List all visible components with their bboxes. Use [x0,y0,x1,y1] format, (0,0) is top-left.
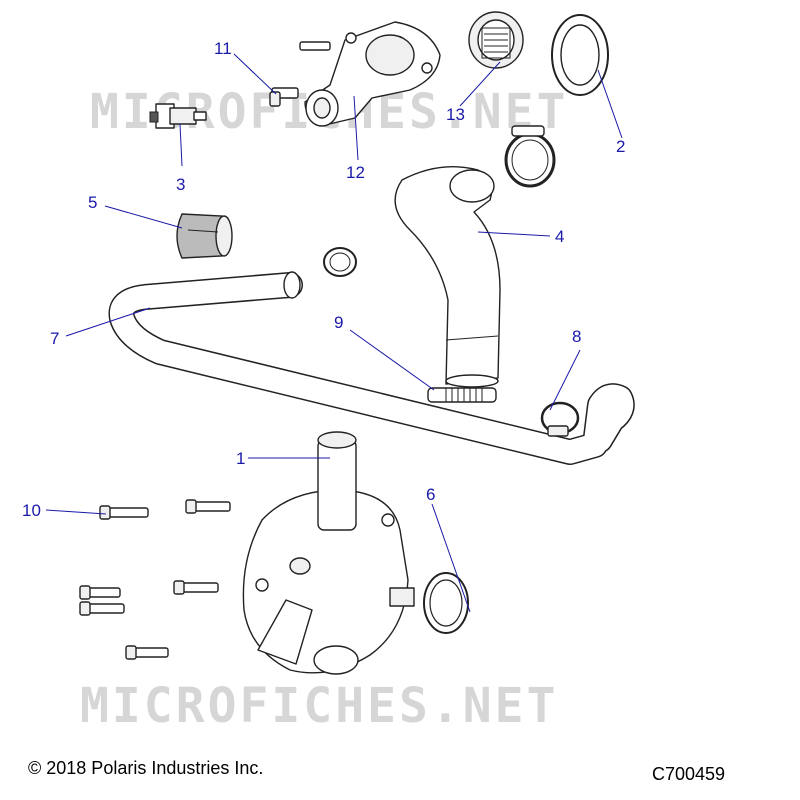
radiator-hose [394,165,501,388]
bypass-clamp [540,401,580,437]
pump-oring [423,572,469,634]
callout-12: 12 [346,163,365,182]
callout-11: 11 [214,39,232,58]
diagram-code: C700459 [652,764,726,784]
callout-3: 3 [176,175,185,194]
callout-5: 5 [88,193,97,212]
callout-7: 7 [50,329,59,348]
callout-4: 4 [555,227,564,246]
hose-clamp-upper [504,125,556,188]
copyright-text: © 2018 Polaris Industries Inc. [28,758,264,778]
callout-13: 13 [446,105,465,124]
callout-9: 9 [334,313,343,332]
hose-coupler [176,213,233,259]
water-pump [242,431,415,675]
bypass-tube [108,271,635,465]
callout-6: 6 [426,485,435,504]
callout-1: 1 [236,449,245,468]
callout-2: 2 [616,137,625,156]
watermark-bottom: MICROFICHES.NET [80,678,558,734]
worm-clamp [427,387,497,403]
callout-8: 8 [572,327,581,346]
leader-lines [45,53,623,613]
thermostat-seal [551,14,609,96]
thermostat [468,11,524,69]
callout-10: 10 [22,501,41,520]
temp-sensor [149,103,207,129]
pump-bolt [79,499,231,660]
housing-bolt [269,41,331,107]
thermostat-housing [304,21,441,127]
hose-clamp-small [323,247,357,277]
